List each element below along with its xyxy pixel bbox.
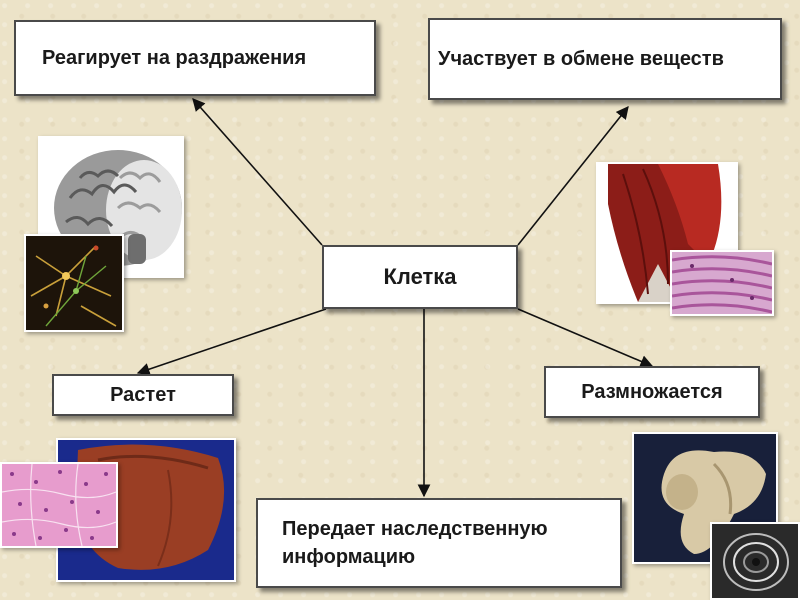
label-growth: Растет [110, 383, 176, 406]
box-heredity: Передает наследственную информацию [256, 498, 622, 588]
bone-tissue-image [710, 522, 800, 600]
arrow-to-metabolism [517, 105, 629, 246]
arrow-to-reproduction [517, 308, 654, 368]
label-cell: Клетка [383, 264, 457, 289]
label-heredity-line2: информацию [282, 546, 416, 568]
box-metabolism: Участвует в обмене веществ [428, 18, 782, 100]
label-reproduction: Размножается [581, 380, 723, 403]
box-growth: Растет [52, 374, 234, 416]
arrow-to-growth [136, 308, 327, 376]
arrow-to-irritability [192, 98, 323, 246]
liver-tissue-image [0, 462, 118, 548]
muscle-tissue-image [670, 250, 774, 316]
label-metabolism: Участвует в обмене веществ [438, 47, 724, 70]
label-irritability: Реагирует на раздражения [42, 46, 307, 69]
label-heredity-line1: Передает наследственную [282, 518, 548, 540]
neurons-image [24, 234, 124, 332]
box-cell: Клетка [322, 245, 518, 309]
box-irritability: Реагирует на раздражения [14, 20, 376, 96]
box-reproduction: Размножается [544, 366, 760, 418]
